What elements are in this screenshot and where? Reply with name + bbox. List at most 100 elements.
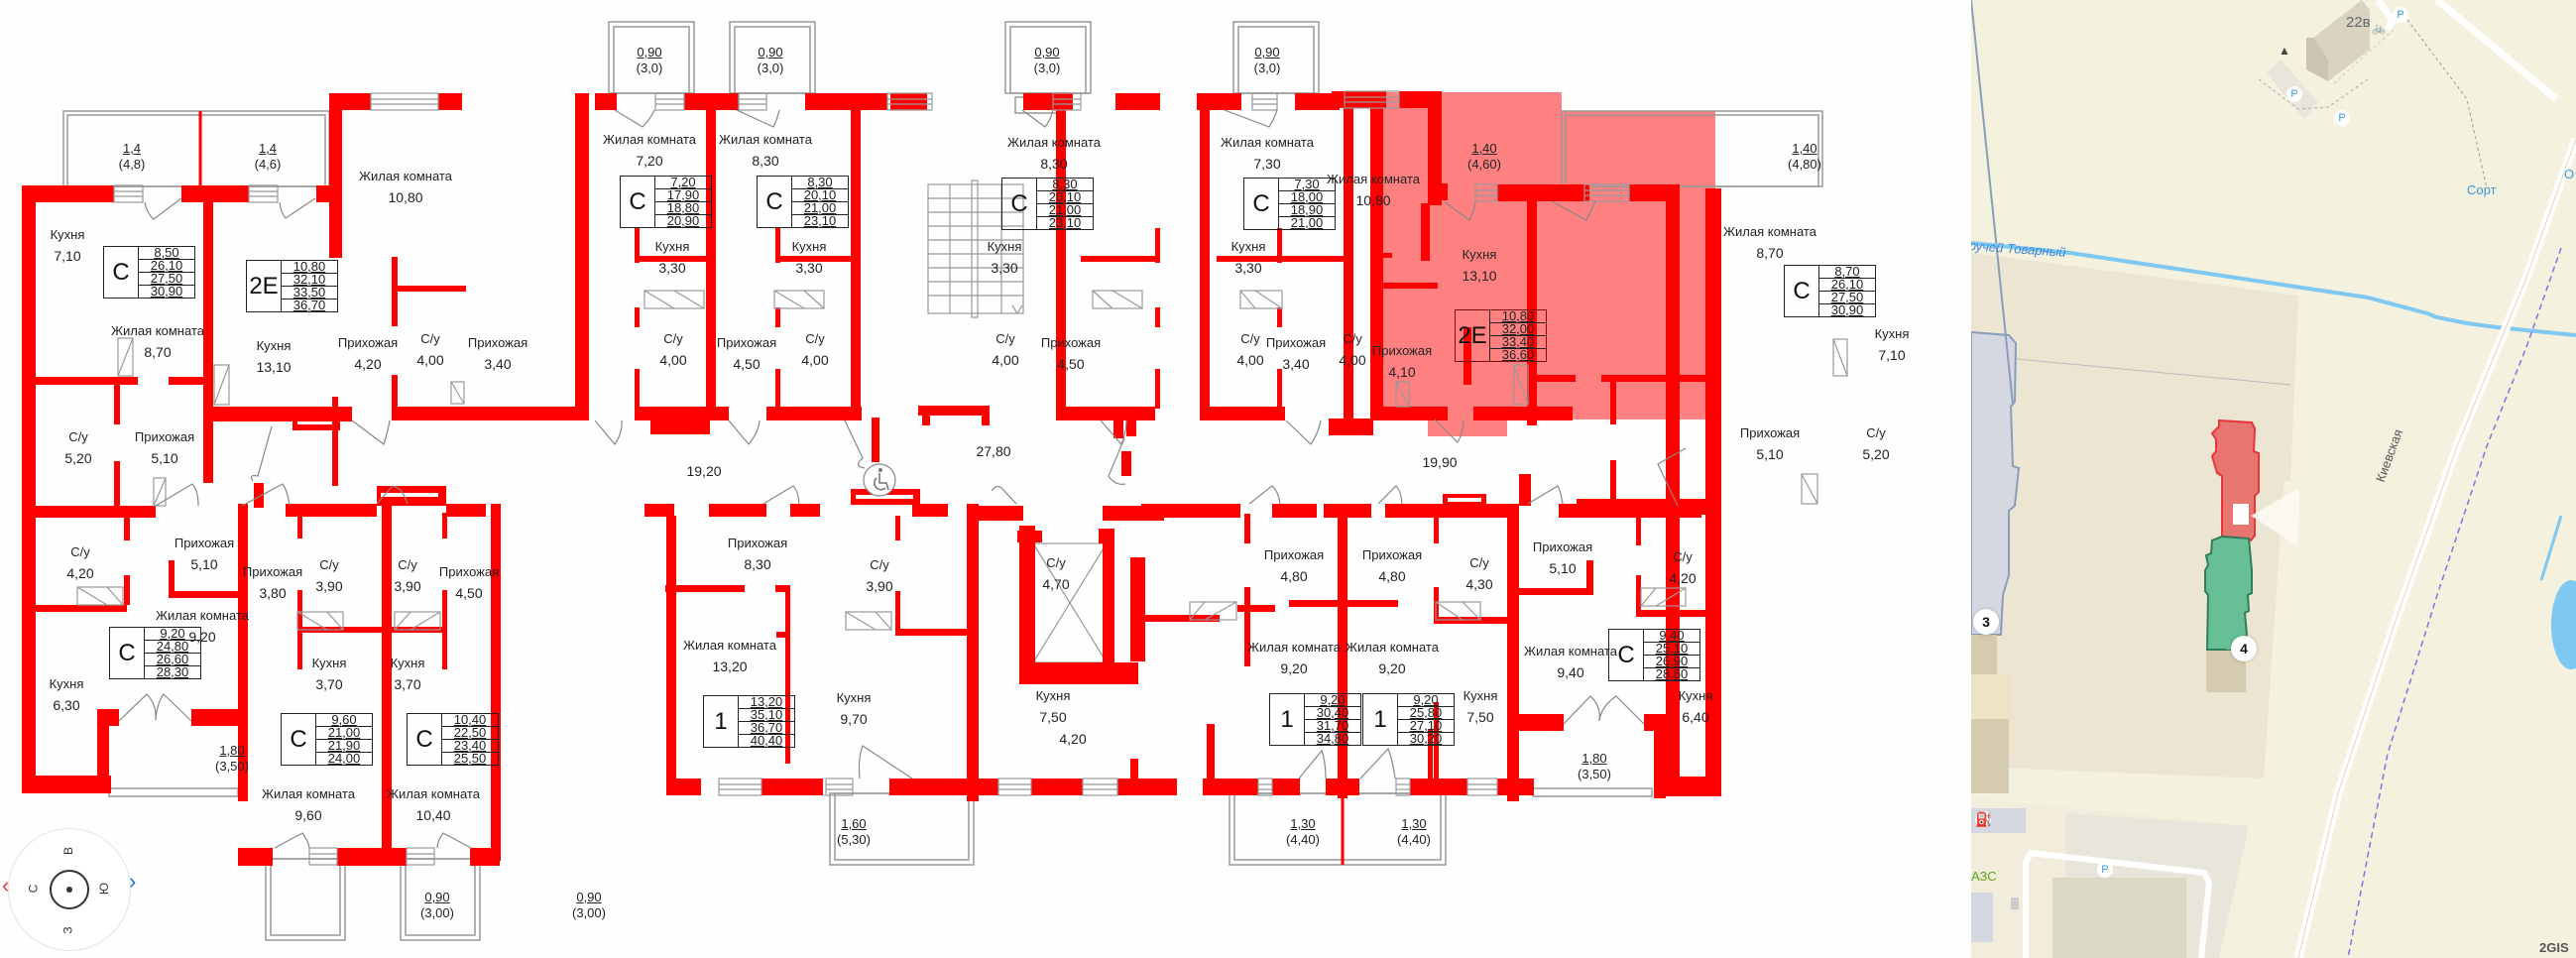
apartment-area-value: 9,20 (1305, 693, 1360, 707)
bike-parking-icon[interactable]: 🚲 (2372, 23, 2386, 35)
room-area-label: 5,10 (151, 450, 178, 466)
apartment-area-value: 36,60 (1501, 347, 1535, 362)
room-area-label: 6,40 (1682, 709, 1709, 725)
apartment-area-value: 26,90 (1644, 655, 1699, 668)
building-4-pin[interactable]: 4 (2231, 636, 2257, 661)
room-area-label: 9,60 (294, 807, 322, 823)
apartment-type: С (282, 714, 316, 765)
parking-icon[interactable]: P (2393, 7, 2408, 23)
compass-west-label: З (60, 926, 75, 934)
wheelchair-accessibility-icon (863, 463, 896, 497)
room-name-label: С/у (1866, 425, 1886, 440)
apartment-type: С (1609, 630, 1644, 680)
room-area-label: 3,80 (259, 585, 287, 601)
bus-stop-label[interactable]: Сорт (2467, 182, 2497, 197)
balcony-area-label: 1,80(3,50) (1578, 751, 1611, 783)
apartment-area-value: 22,50 (442, 726, 498, 740)
room-area-label: 5,20 (64, 450, 92, 466)
apartment-area-value: 18,90 (1279, 203, 1335, 217)
room-name-label: Жилая комната (719, 132, 812, 147)
room-area-label: 4,00 (992, 352, 1019, 368)
balcony-area-coef: (4,40) (1397, 832, 1431, 848)
ventilation-ducts (76, 290, 1848, 631)
room-area-label: 3,30 (795, 260, 823, 276)
windows (113, 90, 1630, 866)
rotate-right-arrow-icon[interactable]: › (129, 869, 137, 894)
balcony-area-label: 1,80(3,50) (215, 743, 249, 776)
room-name-label: Жилая комната (1007, 135, 1101, 150)
room-name-label: С/у (68, 429, 88, 444)
room-name-label: С/у (70, 544, 90, 559)
room-name-label: Жилая комната (156, 608, 249, 623)
balcony-area-label: 0,90(3,0) (637, 45, 663, 77)
room-area-label: 8,70 (144, 344, 172, 360)
apartment-area-value: 21,00 (316, 726, 372, 740)
corridor-area-label: 19,90 (1422, 454, 1458, 470)
room-name-label: Кухня (390, 656, 425, 670)
map-canvas[interactable] (1971, 0, 2576, 958)
apartment-area-value: 20,90 (666, 213, 700, 228)
apartment-area-value: 9,20 (145, 627, 200, 641)
apartment-area-value: 24,80 (145, 640, 200, 654)
map-attribution-logo[interactable]: 2GIS (2539, 940, 2569, 955)
room-name-label: Прихожая (1371, 343, 1433, 358)
apartment-area-value: 23,10 (1048, 215, 1082, 230)
parking-icon[interactable]: P (2334, 110, 2350, 126)
apartment-area-value: 31,70 (1305, 719, 1360, 733)
balcony-area-label: 0,90(3,0) (1034, 45, 1061, 77)
corridor-area-label: 4,20 (1059, 731, 1087, 747)
balcony-area: 0,90 (637, 45, 662, 60)
room-area-label: 6,30 (53, 697, 80, 713)
gas-station-icon[interactable]: ⛽ (1975, 811, 1993, 827)
apartment-type: 2E (1456, 310, 1490, 361)
waste-bin-icon: ▲ (2279, 44, 2290, 58)
room-name-label: Кухня (256, 338, 292, 353)
location-map[interactable]: 22в ручей Товарный Киевская Сорт О P P P… (1971, 0, 2576, 958)
balcony-area-label: 1,4(4,8) (119, 141, 146, 174)
balcony-area: 1,4 (122, 141, 142, 156)
parking-icon[interactable]: P (2286, 86, 2302, 102)
corridor-area-label: 27,80 (976, 443, 1011, 459)
room-name-label: Жилая комната (1221, 135, 1314, 150)
apartment-area-value: 27,10 (1398, 719, 1454, 733)
room-name-label: Кухня (1678, 688, 1713, 703)
room-name-label: Прихожая (242, 564, 303, 579)
room-name-label: Прихожая (1361, 547, 1423, 562)
gas-station-label[interactable]: АЗС (1971, 869, 1997, 884)
apartment-type: 1 (704, 696, 739, 747)
room-name-label: С/у (319, 557, 339, 572)
building-3-pin[interactable]: 3 (1973, 609, 1999, 635)
room-name-label: С/у (805, 331, 825, 346)
apartment-area-value: 28,30 (156, 664, 189, 679)
room-name-label: Кухня (1874, 326, 1910, 341)
bus-stop-label-top: О (2564, 167, 2575, 181)
rotate-left-arrow-icon[interactable]: ‹ (2, 873, 10, 898)
room-area-label: 10,80 (388, 189, 423, 205)
room-area-label: 5,20 (1862, 446, 1890, 462)
room-name-label: Прихожая (1739, 425, 1801, 440)
apartment-type: С (1002, 179, 1037, 229)
compass-widget[interactable]: С В Ю З (8, 828, 131, 951)
balcony-area-coef: (4,40) (1286, 832, 1320, 848)
apartment-type: С (104, 247, 139, 298)
parking-icon[interactable]: P (2097, 862, 2113, 878)
room-area-label: 7,10 (1878, 347, 1906, 363)
balcony-area-coef: (4,80) (1788, 157, 1821, 173)
apartment-area-value: 23,10 (803, 213, 837, 228)
room-name-label: С/у (1240, 331, 1260, 346)
